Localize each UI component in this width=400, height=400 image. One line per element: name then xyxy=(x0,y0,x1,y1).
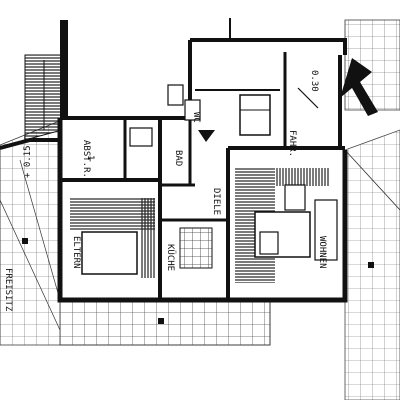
interior-walls xyxy=(60,89,345,300)
dimension-left: + 0.15 xyxy=(23,145,33,178)
label-wohnen: WOHNEN xyxy=(317,236,327,269)
label-diele: DIELE xyxy=(211,188,221,215)
label-kueche: KÜCHE xyxy=(165,244,176,271)
label-wc: WC xyxy=(191,112,201,123)
label-freisitz: FREISITZ xyxy=(3,268,13,312)
label-fahrst: FAHR. xyxy=(287,130,297,157)
label-eltern: ELTERN xyxy=(71,236,81,269)
north-arrow-icon xyxy=(340,58,378,116)
label-abstr-num: 1 xyxy=(85,155,95,160)
hatch-eltern xyxy=(70,198,155,278)
dimension-top-right: 0.30 xyxy=(309,70,319,92)
terrace-bottom xyxy=(59,299,271,346)
label-bad: BAD xyxy=(173,150,183,166)
staircase xyxy=(24,20,68,141)
level-arrow-icon xyxy=(198,87,319,142)
furniture xyxy=(81,18,338,275)
survey-markers xyxy=(22,238,374,324)
label-abstr: ABST.R. xyxy=(81,140,91,178)
